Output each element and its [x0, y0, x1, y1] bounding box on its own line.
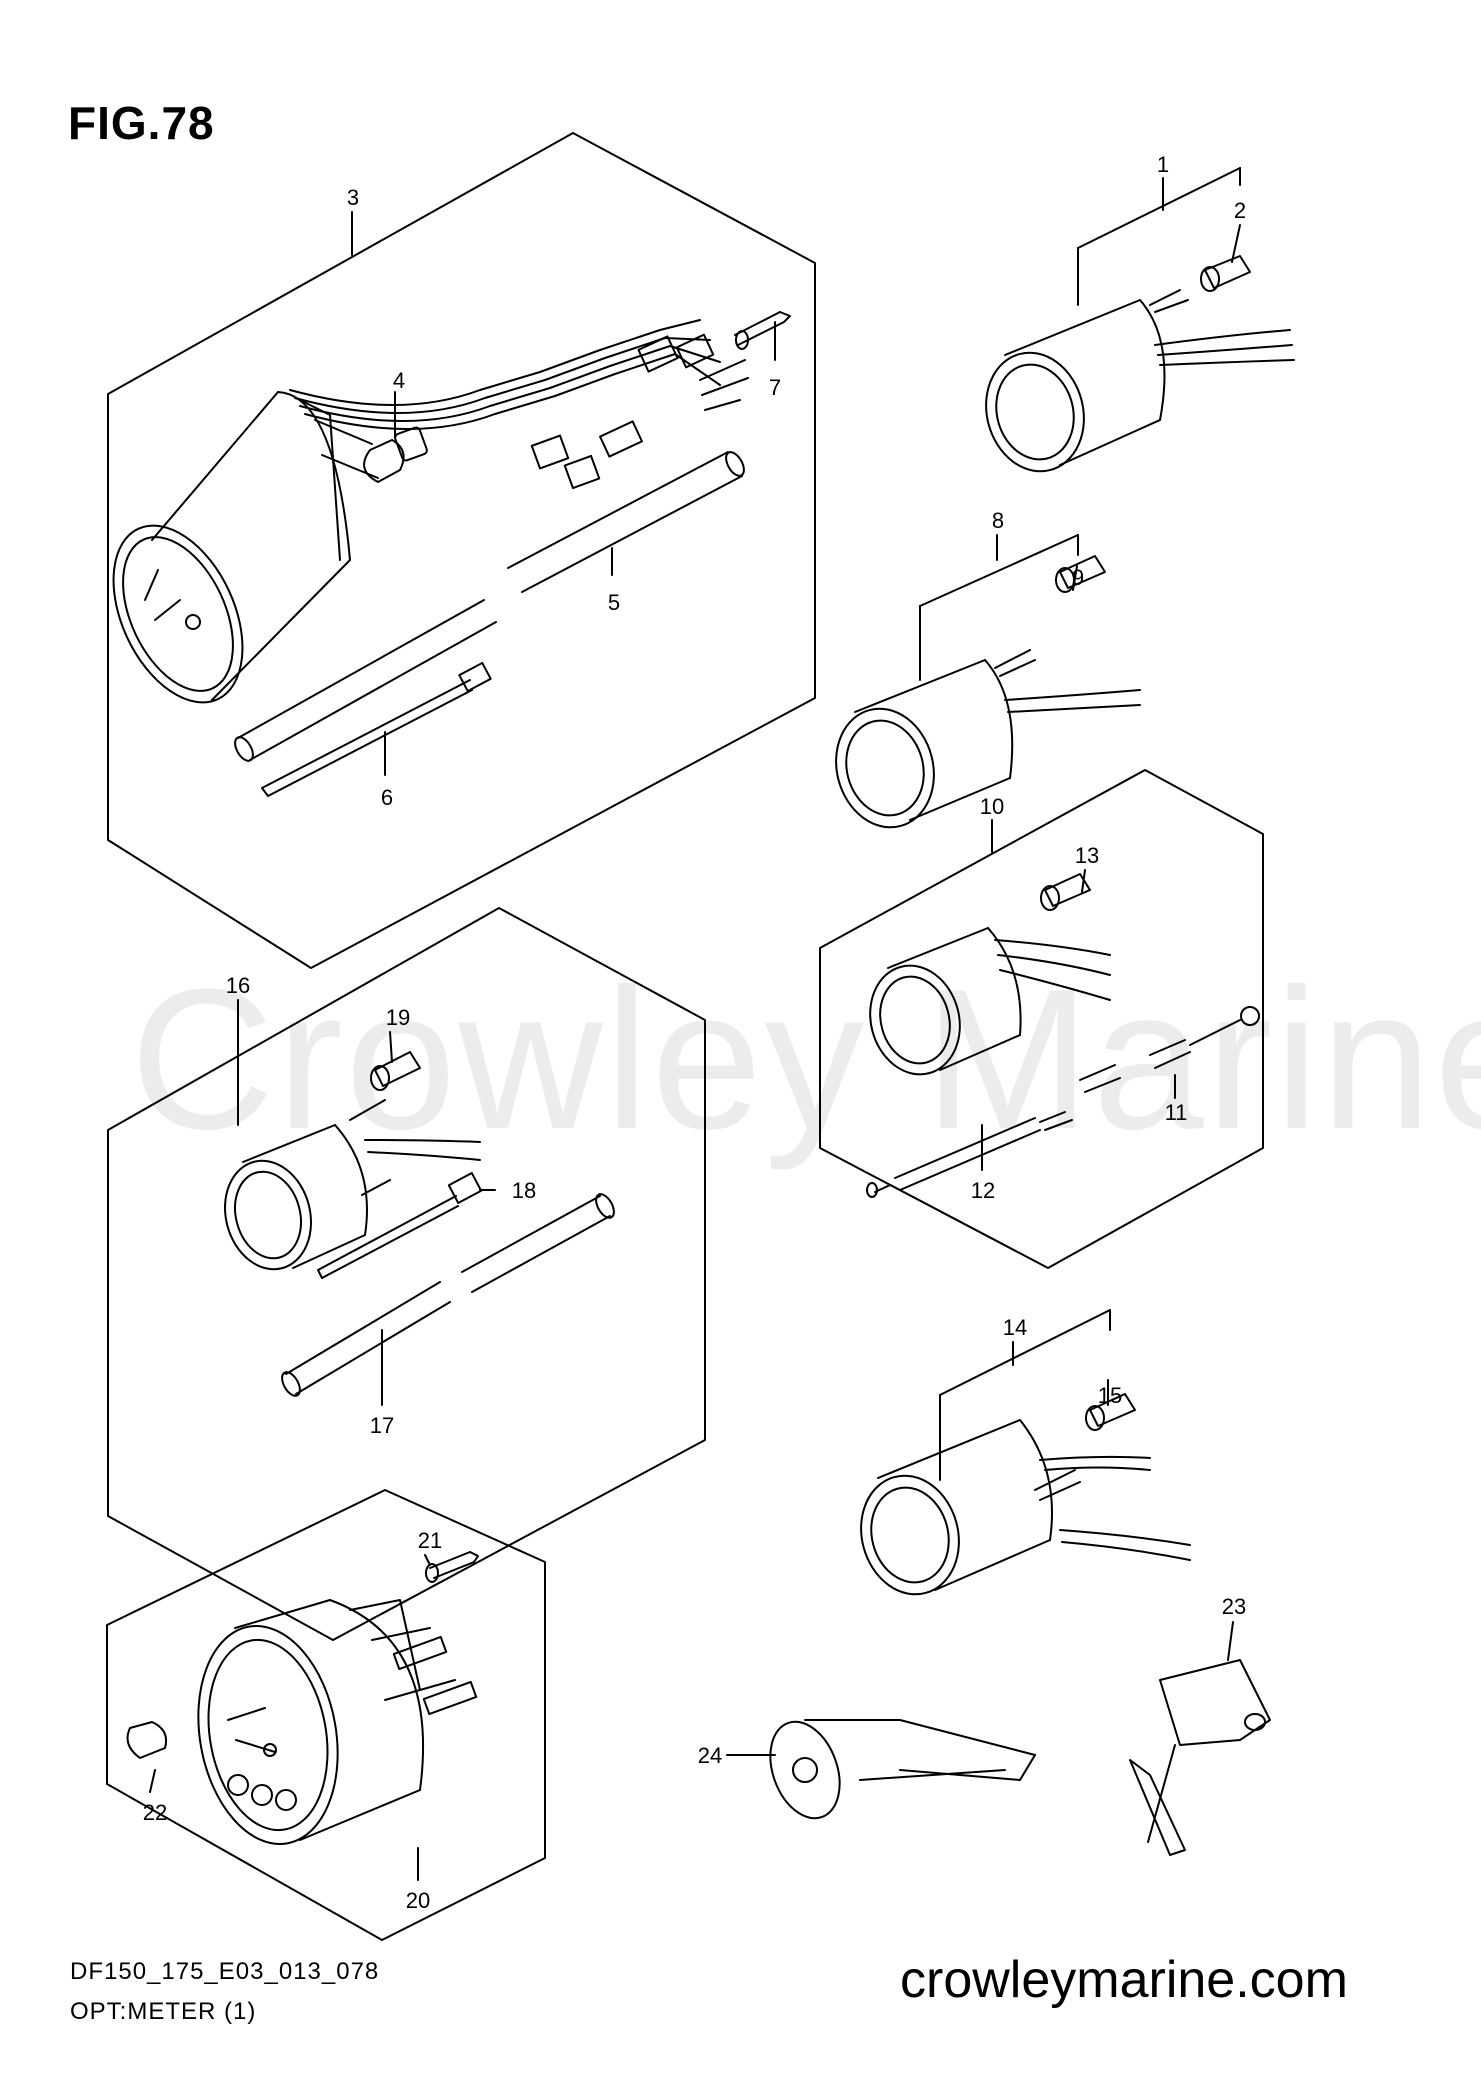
callout-numbers: 3 4 7 5 6 1 2 8 9 10 13 11 12 16 19 18 1…: [143, 152, 1246, 1913]
callout-23: 23: [1222, 1594, 1246, 1619]
callout-3: 3: [347, 185, 359, 210]
bulb-7: [734, 311, 791, 350]
callout-4: 4: [393, 368, 405, 393]
gauge-10: [869, 927, 1111, 1076]
gauge-1: [985, 289, 1295, 473]
callout-7: 7: [769, 375, 781, 400]
callout-8: 8: [992, 508, 1004, 533]
watermark: Crowley Marine: [130, 948, 1481, 1171]
callout-15: 15: [1098, 1383, 1122, 1408]
sensor-23: [1129, 1659, 1271, 1856]
bulb-19: [370, 1051, 421, 1091]
group-box-3: [107, 132, 816, 969]
bulb-15: [1085, 1393, 1136, 1431]
leader-lines: [149, 167, 1241, 1881]
callout-12: 12: [971, 1178, 995, 1203]
website-link[interactable]: crowleymarine.com: [900, 1951, 1348, 2009]
callout-19: 19: [386, 1005, 410, 1030]
tie-strap-6: [261, 661, 492, 797]
callout-9: 9: [1072, 565, 1084, 590]
hose-17: [281, 1193, 615, 1397]
tie-strap-18: [317, 1172, 483, 1279]
callout-5: 5: [608, 590, 620, 615]
diagram-code: DF150_175_E03_013_078: [70, 1958, 380, 1985]
callout-20: 20: [406, 1888, 430, 1913]
bulb-2: [1200, 255, 1251, 292]
diagram-caption: OPT:METER (1): [70, 1998, 257, 2025]
bulb-22: [126, 1721, 168, 1759]
group-box-20: [106, 1489, 546, 1941]
harness-wire: [289, 319, 701, 406]
callout-24: 24: [698, 1743, 722, 1768]
callout-16: 16: [226, 973, 250, 998]
callout-1: 1: [1157, 152, 1169, 177]
figure-title: FIG.78: [68, 97, 215, 149]
group-box-16: [107, 907, 706, 1641]
callout-22: 22: [143, 1800, 167, 1825]
wire-12: [866, 1111, 1073, 1198]
callout-21: 21: [418, 1528, 442, 1553]
bulb-13: [1040, 873, 1091, 911]
gauge-8: [835, 649, 1141, 829]
gauge-14: [860, 1419, 1191, 1596]
callout-13: 13: [1075, 843, 1099, 868]
bracket-24: [769, 1719, 1036, 1820]
callout-10: 10: [980, 794, 1004, 819]
bulb-21: [425, 1551, 479, 1583]
bulb-4: [363, 426, 428, 483]
group-box-10: [819, 769, 1264, 1269]
gauge-20: [197, 1599, 478, 1845]
hose-5: [234, 451, 745, 762]
callout-18: 18: [512, 1178, 536, 1203]
callout-2: 2: [1234, 198, 1246, 223]
wire-11: [1079, 1006, 1260, 1093]
callout-11: 11: [1165, 1100, 1188, 1125]
callout-14: 14: [1003, 1315, 1027, 1340]
tachometer-3: [112, 391, 379, 704]
gauge-16: [224, 1099, 481, 1271]
callout-6: 6: [381, 785, 393, 810]
callout-17: 17: [370, 1413, 394, 1438]
